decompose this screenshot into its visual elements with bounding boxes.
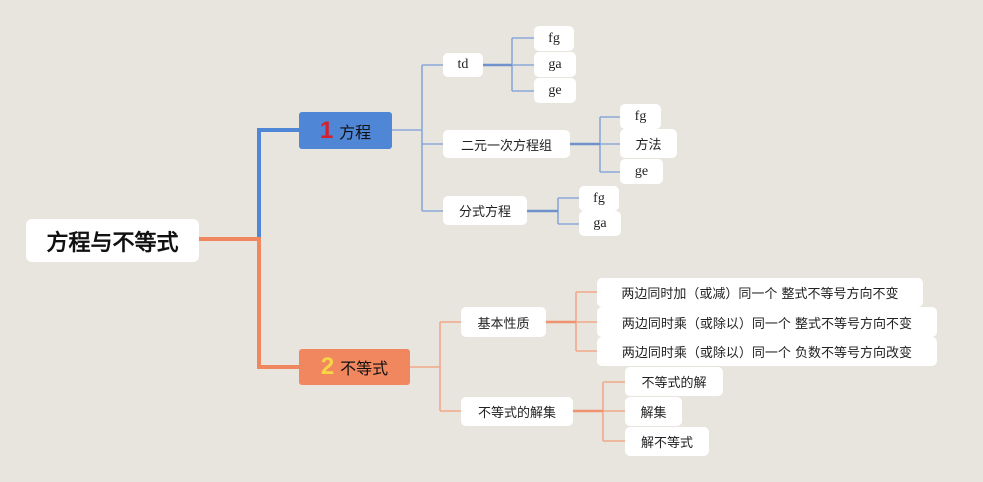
leaf-property-2[interactable]: 两边同时乘（或除以）同一个 整式不等号方向不变 [597, 307, 937, 337]
leaf-property-1[interactable]: 两边同时加（或减）同一个 整式不等号方向不变 [597, 278, 923, 307]
main-topic-label: 不等式 [340, 359, 389, 378]
subtopic-label: 不等式的解集 [477, 406, 556, 421]
leaf-fg[interactable]: fg [620, 104, 661, 129]
leaf-label: ga [548, 56, 562, 72]
leaf-label: fg [634, 108, 647, 124]
leaf-fg[interactable]: fg [579, 186, 619, 211]
subtopic-label: td [457, 57, 469, 72]
leaf-ga[interactable]: ga [534, 52, 576, 77]
leaf-ge[interactable]: ge [534, 78, 576, 103]
connector-root-branch1 [198, 128, 300, 241]
leaf-method[interactable]: 方法 [620, 129, 677, 158]
leaf-inequality-solution[interactable]: 不等式的解 [625, 367, 723, 396]
leaf-label: 方法 [635, 138, 662, 153]
leaf-label: ge [634, 163, 649, 179]
leaf-fg[interactable]: fg [534, 26, 574, 51]
main-topic-inequalities[interactable]: 2 不等式 [299, 349, 410, 385]
subtopic-label: 分式方程 [458, 205, 511, 220]
leaf-label: fg [548, 30, 560, 46]
subtopic-label: 二元一次方程组 [460, 138, 552, 154]
leaf-label: 解集 [640, 406, 667, 421]
root-topic-label: 方程与不等式 [46, 230, 179, 256]
number-badge: 2 [320, 353, 335, 380]
subtopic-label: 基本性质 [477, 316, 530, 332]
connector-branch1-subs [392, 64, 443, 212]
connector-root-branch2 [198, 237, 300, 369]
leaf-property-3[interactable]: 两边同时乘（或除以）同一个 负数不等号方向改变 [597, 337, 937, 366]
leaf-label: 两边同时乘（或除以）同一个 整式不等号方向不变 [621, 316, 913, 332]
number-badge: 1 [319, 116, 334, 144]
leaf-label: fg [593, 190, 605, 206]
leaf-ga[interactable]: ga [579, 211, 621, 236]
subtopic-basic-properties[interactable]: 基本性质 [461, 307, 546, 337]
root-topic[interactable]: 方程与不等式 [26, 219, 199, 262]
subtopic-linear-system[interactable]: 二元一次方程组 [443, 130, 570, 158]
leaf-label: 不等式的解 [641, 376, 707, 391]
leaf-solve-inequality[interactable]: 解不等式 [625, 427, 709, 456]
leaf-label: ga [593, 215, 607, 231]
leaf-label: 两边同时乘（或除以）同一个 负数不等号方向改变 [621, 346, 913, 361]
subtopic-solution-set[interactable]: 不等式的解集 [461, 397, 573, 426]
connector-branch2-subs [410, 321, 461, 412]
subtopic-td[interactable]: td [443, 53, 483, 77]
subtopic-fractional-equation[interactable]: 分式方程 [443, 196, 527, 225]
leaf-ge[interactable]: ge [620, 159, 663, 184]
leaf-label: 两边同时加（或减）同一个 整式不等号方向不变 [621, 287, 899, 302]
main-topic-label: 方程 [339, 122, 372, 142]
leaf-label: 解不等式 [640, 436, 693, 451]
leaf-solution-set[interactable]: 解集 [625, 397, 682, 426]
leaf-label: ge [548, 82, 562, 98]
main-topic-equations[interactable]: 1 方程 [299, 112, 392, 149]
